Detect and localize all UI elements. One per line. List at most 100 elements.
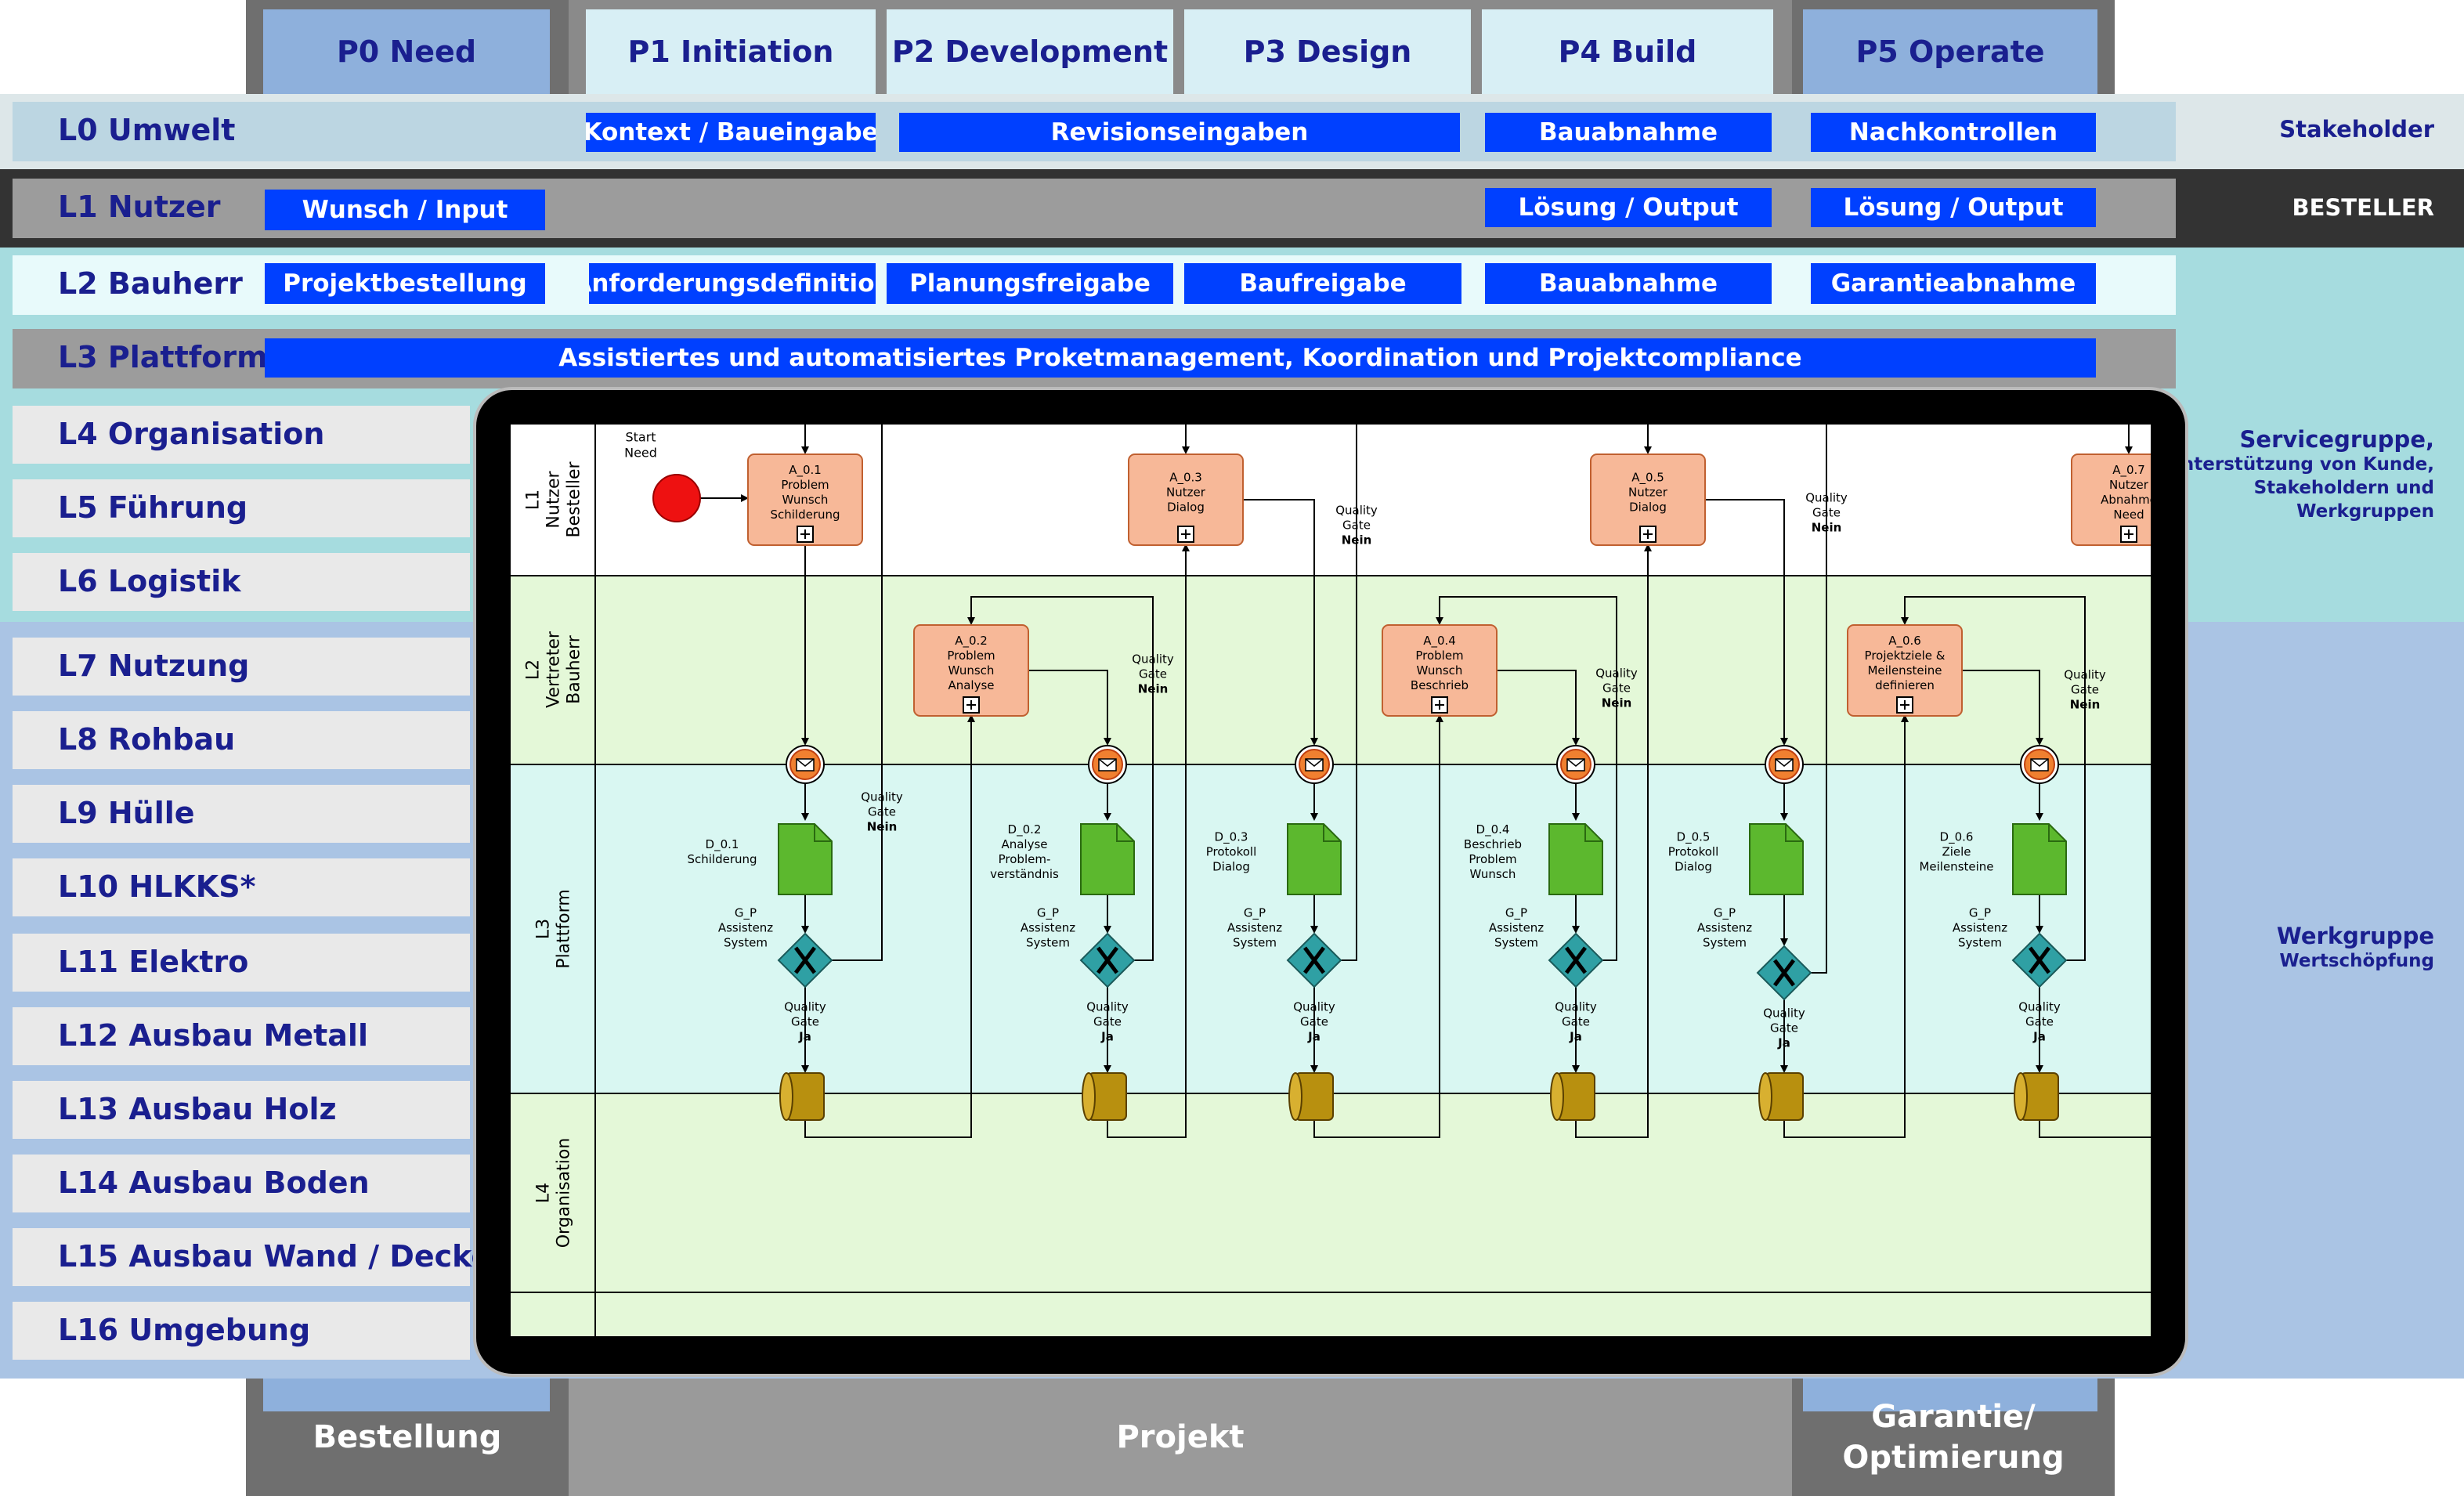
- row-l13: [13, 1081, 470, 1139]
- phase-p0: P0 Need: [263, 9, 550, 94]
- right-label-werkgruppe: Werkgruppe: [2276, 923, 2434, 949]
- level-label-l4: L4 Organisation: [58, 417, 325, 451]
- row-l5: [13, 479, 470, 537]
- data-store: [2014, 1072, 2059, 1121]
- lane-label-text: L3Plattform: [534, 889, 574, 968]
- right-label-service-sub-2: Stakeholdern und: [2253, 478, 2434, 498]
- level-label-l1: L1 Nutzer: [58, 190, 221, 224]
- row-l6: [13, 553, 470, 611]
- row-l14: [13, 1155, 470, 1212]
- data-store: [779, 1072, 825, 1121]
- footer-projekt-label: Projekt: [1116, 1419, 1245, 1455]
- l1-box-wunsch: Wunsch / Input: [265, 190, 545, 230]
- message-event: [1295, 745, 1334, 784]
- level-label-l10: L10 HLKKS*: [58, 869, 256, 904]
- row-l8: [13, 711, 470, 769]
- phase-p1: P1 Initiation: [586, 9, 876, 94]
- right-label-stakeholder: Stakeholder: [2279, 116, 2434, 143]
- right-label-service-sub-3: Werkgruppen: [2296, 501, 2434, 522]
- lane-label-l1: L1NutzerBesteller: [524, 461, 584, 538]
- row-l9: [13, 785, 470, 843]
- row-l7: [13, 638, 470, 696]
- l0-box-bauabnahme: Bauabnahme: [1485, 113, 1772, 152]
- row-l12: [13, 1007, 470, 1065]
- message-event: [1765, 745, 1804, 784]
- data-store: [1758, 1072, 1804, 1121]
- footer-bestellung: Bestellung: [246, 1379, 569, 1496]
- level-label-l12: L12 Ausbau Metall: [58, 1018, 368, 1053]
- level-label-l0: L0 Umwelt: [58, 113, 236, 147]
- message-event: [1088, 745, 1127, 784]
- footer-garantie-label-2: Optimierung: [1842, 1440, 2065, 1476]
- right-label-servicegruppe: Servicegruppe,: [2239, 426, 2434, 453]
- level-label-l5: L5 Führung: [58, 490, 248, 525]
- footer-bestellung-label: Bestellung: [313, 1419, 502, 1455]
- l0-box-revision: Revisionseingaben: [899, 113, 1460, 152]
- right-label-service-sub-1: Unterstützung von Kunde,: [2166, 454, 2434, 475]
- level-label-l16: L16 Umgebung: [58, 1313, 311, 1347]
- lane-label-text: L4Organisation: [534, 1138, 574, 1248]
- data-store: [1550, 1072, 1595, 1121]
- data-store: [1082, 1072, 1127, 1121]
- l1-box-loesung-p5: Lösung / Output: [1811, 188, 2096, 227]
- level-label-l8: L8 Rohbau: [58, 722, 236, 757]
- lane-l3-area: [511, 764, 2151, 1093]
- l2-box-anforderung: Anforderungsdefinition: [589, 263, 876, 304]
- l3-box-plattform: Assistiertes und automatisiertes Proketm…: [265, 338, 2096, 378]
- level-label-l15: L15 Ausbau Wand / Decke: [58, 1239, 492, 1274]
- level-label-l2: L2 Bauherr: [58, 266, 243, 301]
- exclusive-gateway: [2011, 932, 2068, 988]
- exclusive-gateway: [1286, 932, 1342, 988]
- task-label: A_0.7NutzerAbnahmeNeed: [2101, 463, 2151, 522]
- level-label-l9: L9 Hülle: [58, 796, 195, 830]
- row-l10: [13, 858, 470, 916]
- exclusive-gateway: [1756, 945, 1812, 1001]
- level-label-l6: L6 Logistik: [58, 564, 241, 598]
- start-event: [652, 474, 701, 522]
- phase-p3: P3 Design: [1184, 9, 1471, 94]
- exclusive-gateway: [1548, 932, 1604, 988]
- l2-box-garantieabnahme: Garantieabnahme: [1811, 263, 2096, 304]
- lane-label-l4: L4Organisation: [534, 1138, 574, 1248]
- level-label-l13: L13 Ausbau Holz: [58, 1092, 337, 1126]
- task-a_0-7: A_0.7NutzerAbnahmeNeed: [2071, 453, 2151, 546]
- l2-box-projektbestellung: Projektbestellung: [265, 263, 545, 304]
- data-store: [1288, 1072, 1334, 1121]
- message-event: [786, 745, 825, 784]
- exclusive-gateway: [1079, 932, 1136, 988]
- footer-projekt: Projekt: [569, 1379, 1792, 1496]
- right-label-werk-sub: Wertschöpfung: [2279, 951, 2434, 971]
